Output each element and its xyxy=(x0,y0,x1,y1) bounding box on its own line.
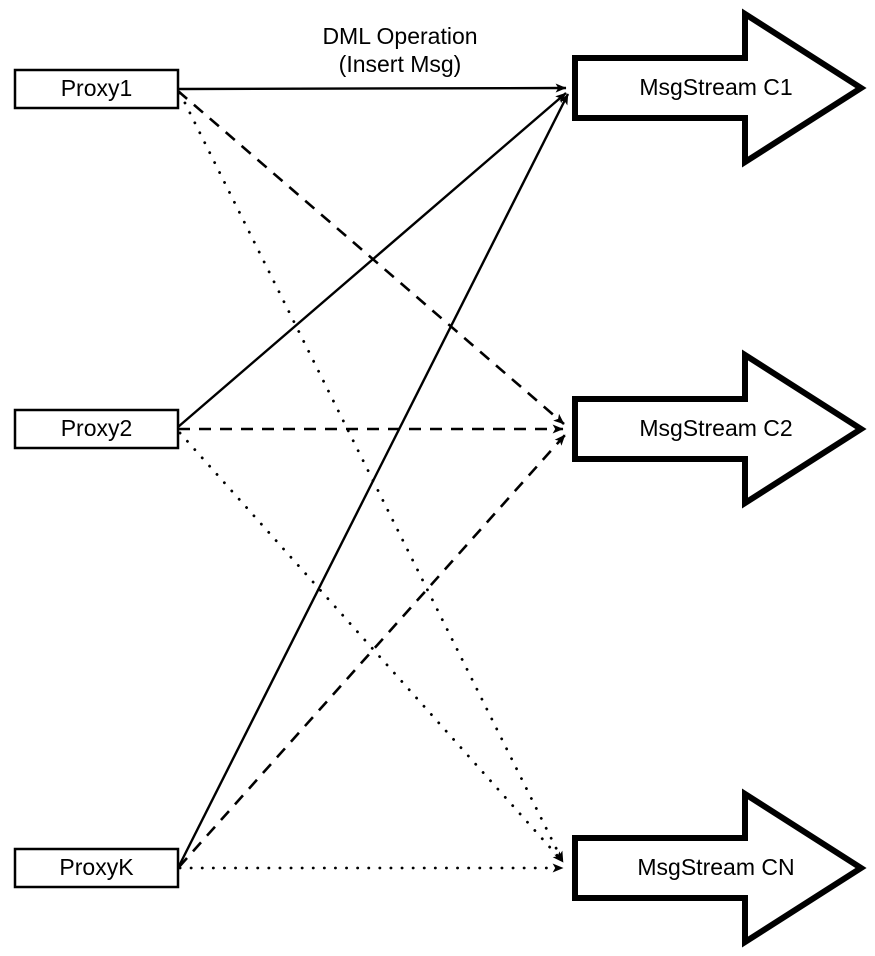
edge-p2-c1 xyxy=(177,92,567,428)
edge-p1-c2 xyxy=(177,90,565,425)
proxy-node-proxyk[interactable]: ProxyK xyxy=(13,847,180,889)
stream-label-stream_c2: MsgStream C2 xyxy=(639,415,792,441)
stream-arrow-shape-stream_c1[interactable] xyxy=(572,8,867,168)
proxy-box-proxy1[interactable] xyxy=(13,68,180,110)
edges-layer xyxy=(177,83,570,873)
stream-label-stream_c1: MsgStream C1 xyxy=(639,74,792,100)
stream-arrow-shape-stream_c2[interactable] xyxy=(572,349,867,509)
proxy-node-proxy1[interactable]: Proxy1 xyxy=(13,68,180,110)
proxy-label-proxy2: Proxy2 xyxy=(61,415,133,441)
edge-pk-c1 xyxy=(177,93,570,867)
proxy-box-proxyk[interactable] xyxy=(13,847,180,889)
edge-p1-c1 xyxy=(177,83,567,93)
edge-p2-cn xyxy=(178,431,565,864)
proxy-box-proxy2[interactable] xyxy=(13,408,180,450)
stream-node-stream_c2[interactable]: MsgStream C2 xyxy=(572,349,867,509)
stream-nodes-layer: MsgStream C1 MsgStream C2 MsgStream CN xyxy=(572,8,867,948)
proxy-label-proxyk: ProxyK xyxy=(59,854,134,880)
edge-p1-cn xyxy=(178,91,565,864)
proxy-node-proxy2[interactable]: Proxy2 xyxy=(13,408,180,450)
edge-label-line2: (Insert Msg) xyxy=(339,51,462,77)
stream-label-stream_cn: MsgStream CN xyxy=(637,854,794,880)
edge-label-group: DML Operation (Insert Msg) xyxy=(322,23,477,77)
proxy-label-proxy1: Proxy1 xyxy=(61,75,133,101)
edge-label-line1: DML Operation xyxy=(322,23,477,49)
stream-node-stream_cn[interactable]: MsgStream CN xyxy=(572,788,867,948)
edge-pk-c2 xyxy=(178,434,566,868)
stream-arrow-shape-stream_cn[interactable] xyxy=(572,788,867,948)
stream-node-stream_c1[interactable]: MsgStream C1 xyxy=(572,8,867,168)
